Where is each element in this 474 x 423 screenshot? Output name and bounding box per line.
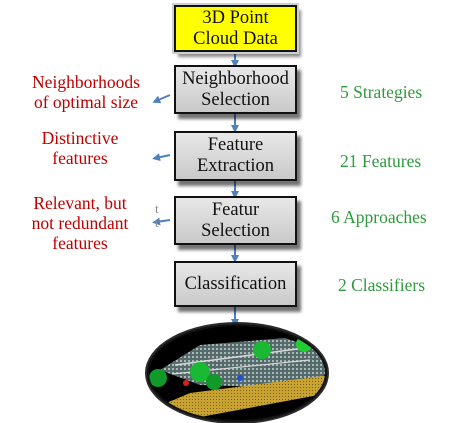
arrow-selection-output <box>152 217 171 226</box>
ghost-mark: t <box>155 215 159 230</box>
ghost-mark: t <box>155 201 159 216</box>
count-features: 21 Features <box>340 151 422 171</box>
count-strategies: 5 Strategies <box>340 82 423 102</box>
output-line3: features <box>52 233 108 253</box>
step-line1: Feature <box>207 135 264 155</box>
step-neighborhood-selection: Neighborhood Selection <box>174 65 297 114</box>
arrow-extraction-output <box>152 153 171 162</box>
step-classification: Classification <box>174 261 297 307</box>
arrow-neighborhood-output <box>152 94 171 104</box>
step-line2: Selection <box>201 220 270 241</box>
input-line1: 3D Point <box>202 7 269 28</box>
output-line2: of optimal size <box>33 92 138 112</box>
step-line1: Classification <box>184 273 287 294</box>
output-distinctive-features: Distinctive features <box>10 128 150 168</box>
output-line1: Relevant, but <box>33 193 127 213</box>
input-box-point-cloud: 3D Point Cloud Data <box>174 5 297 52</box>
output-line1: Distinctive <box>41 128 119 148</box>
output-line2: features <box>52 148 108 168</box>
count-classifiers: 2 Classifiers <box>338 275 426 295</box>
output-line2: not redundant <box>31 213 129 233</box>
count-approaches: 6 Approaches <box>331 207 427 227</box>
input-line2: Cloud Data <box>193 28 278 49</box>
step-line2: Extraction <box>196 156 275 176</box>
step-line1: Neighborhood <box>182 68 289 89</box>
step-feature-selection: Featur Selection <box>174 196 297 245</box>
output-relevant-features: Relevant, but not redundant features <box>10 193 150 253</box>
step-line2: Selection <box>201 89 270 110</box>
output-line1: Neighborhoods <box>32 72 140 92</box>
step-line1: Featur <box>211 199 260 220</box>
output-neighborhoods: Neighborhoods of optimal size <box>6 72 166 112</box>
step-feature-extraction: Feature Extraction <box>174 131 297 181</box>
